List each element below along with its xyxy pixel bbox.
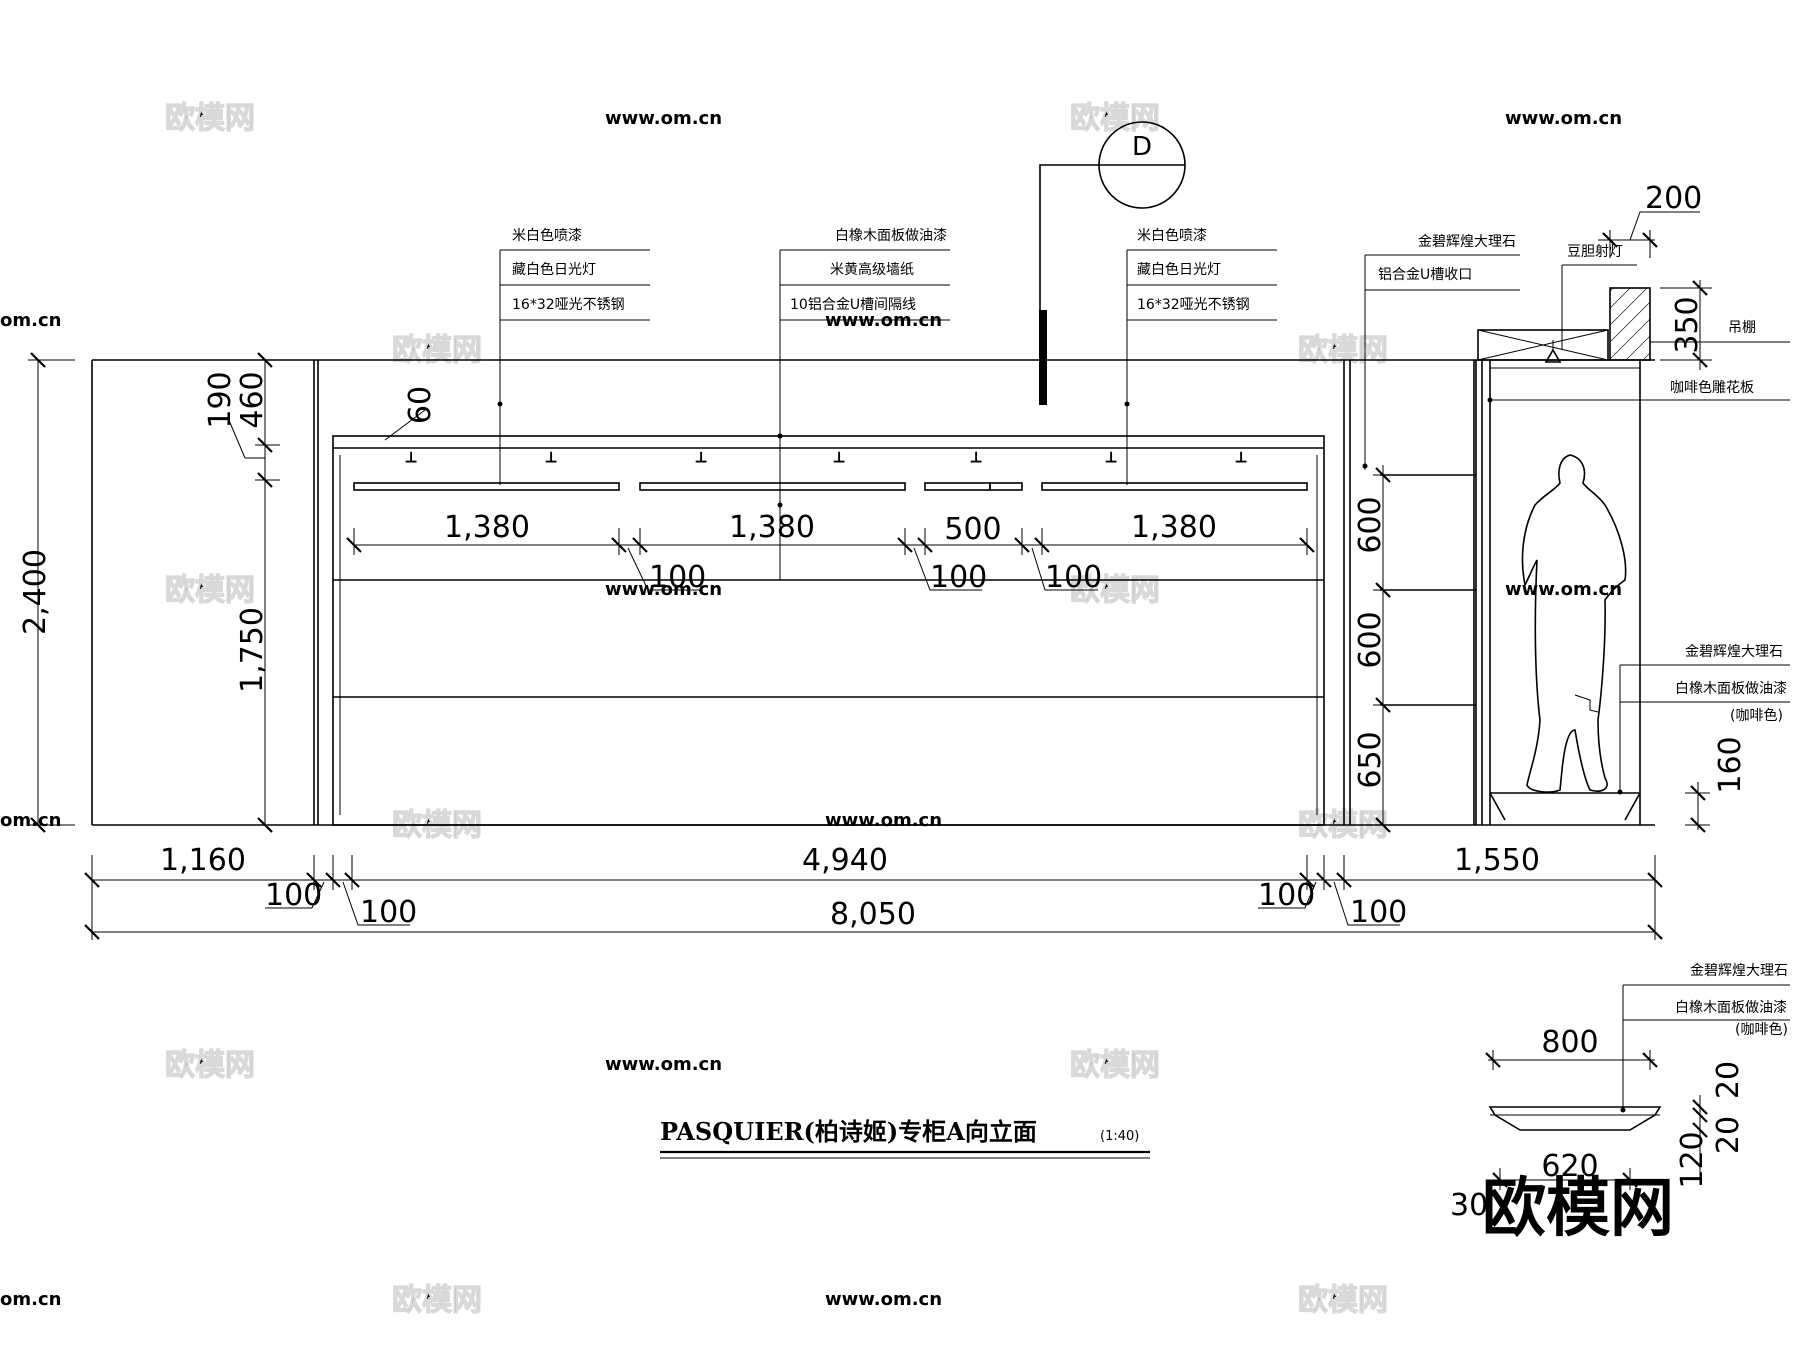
dim-190: 190 xyxy=(203,371,238,428)
note-left-1: 米白色喷漆 xyxy=(512,227,582,244)
note-right-3: 16*32哑光不锈钢 xyxy=(1137,297,1250,313)
watermark-brand: 欧模网 xyxy=(392,1283,482,1318)
note-center-2: 米黄高级墙纸 xyxy=(830,261,914,278)
watermark-url: om.cn xyxy=(0,310,61,331)
watermark-url: om.cn xyxy=(0,1289,61,1310)
note-right-2: 藏白色日光灯 xyxy=(1137,261,1221,278)
dim-detail-120: 120 xyxy=(1675,1131,1710,1188)
svg-text:⊥: ⊥ xyxy=(695,450,707,466)
section-marker-label: D xyxy=(1132,132,1152,162)
dim-shelf-500: 500 xyxy=(944,512,1001,547)
watermark-brand: 欧模网 xyxy=(1298,1283,1388,1318)
dim-right-600-a: 600 xyxy=(1353,496,1388,553)
dim-bottom-8050: 8,050 xyxy=(830,897,916,932)
dim-bottom-100-c: 100 xyxy=(1258,878,1315,913)
dim-right-350: 350 xyxy=(1670,296,1705,353)
dim-bottom-100-b: 100 xyxy=(360,895,417,930)
dim-right-600-b: 600 xyxy=(1353,611,1388,668)
note-lamp: 豆胆射灯 xyxy=(1567,244,1623,260)
watermark-url: www.om.cn xyxy=(1505,579,1622,600)
note-center-3: 10铝合金U槽间隔线 xyxy=(790,297,916,313)
watermark-url: www.om.cn xyxy=(1505,108,1622,129)
watermark-brand: 欧模网 xyxy=(165,101,255,136)
dim-1750: 1,750 xyxy=(235,607,270,693)
dim-detail-20-b: 20 xyxy=(1711,1116,1746,1154)
note-detail-3: (咖啡色) xyxy=(1735,1021,1788,1038)
title-main: PASQUIER(柏诗姬)专柜A向立面 xyxy=(660,1117,1037,1146)
note-ceiling: 吊棚 xyxy=(1728,320,1756,336)
note-side-1: 金碧辉煌大理石 xyxy=(1418,234,1516,250)
note-left-3: 16*32哑光不锈钢 xyxy=(512,297,625,313)
dim-shelf-1380-c: 1,380 xyxy=(1131,510,1217,545)
watermark-brand: 欧模网 xyxy=(392,333,482,368)
dim-right-650: 650 xyxy=(1353,731,1388,788)
dim-gap-100-b: 100 xyxy=(930,560,987,595)
dim-60: 60 xyxy=(403,386,438,424)
svg-text:⊥: ⊥ xyxy=(1105,450,1117,466)
svg-text:⊥: ⊥ xyxy=(833,450,845,466)
dimensions-left: 2,400 460 190 1,750 60 xyxy=(18,352,438,833)
watermark-brand: 欧模网 xyxy=(165,1048,255,1083)
dim-right-160: 160 xyxy=(1713,736,1748,793)
title-scale: (1:40) xyxy=(1100,1129,1139,1144)
watermark-url: www.om.cn xyxy=(825,1289,942,1310)
note-base-2: 白橡木面板做油漆 xyxy=(1675,681,1787,697)
note-base-3: (咖啡色) xyxy=(1730,707,1783,724)
dim-bottom-100-d: 100 xyxy=(1350,895,1407,930)
dim-detail-620: 620 xyxy=(1541,1149,1598,1184)
note-center-1: 白橡木面板做油漆 xyxy=(835,228,947,244)
dim-right-200: 200 xyxy=(1645,181,1702,216)
note-right-1: 米白色喷漆 xyxy=(1137,227,1207,244)
watermark-brand: 欧模网 xyxy=(1298,333,1388,368)
note-side-2: 铝合金U槽收口 xyxy=(1378,267,1472,283)
dim-bottom-4940: 4,940 xyxy=(802,843,888,878)
watermark-url: www.om.cn xyxy=(605,1054,722,1075)
dim-gap-100-a: 100 xyxy=(649,560,706,595)
section-marker: D xyxy=(1039,121,1186,405)
dimensions-bottom: 1,160 4,940 1,550 8,050 100 100 100 100 xyxy=(84,843,1663,940)
watermark-brand-large: 欧模网 xyxy=(1482,1172,1674,1246)
dim-gap-100-c: 100 xyxy=(1045,560,1102,595)
watermark-url: om.cn xyxy=(0,810,61,831)
dim-460: 460 xyxy=(235,371,270,428)
watermark-brand: 欧模网 xyxy=(165,573,255,608)
dim-bottom-1550: 1,550 xyxy=(1454,843,1540,878)
dim-detail-30: 30 xyxy=(1450,1188,1488,1223)
dimensions-shelf: 1,380 1,380 500 1,380 100 100 100 xyxy=(346,510,1315,595)
note-left-2: 藏白色日光灯 xyxy=(512,261,596,278)
drawing-title: PASQUIER(柏诗姬)专柜A向立面 (1:40) xyxy=(660,1117,1150,1159)
dimensions-right: 600 600 650 200 350 160 xyxy=(1353,181,1748,833)
dim-bottom-100-a: 100 xyxy=(265,878,322,913)
dim-shelf-1380-b: 1,380 xyxy=(729,510,815,545)
watermark-url: www.om.cn xyxy=(605,108,722,129)
svg-text:⊥: ⊥ xyxy=(970,450,982,466)
note-carved-panel: 咖啡色雕花板 xyxy=(1670,379,1754,396)
dim-total-height: 2,400 xyxy=(18,549,53,635)
svg-text:⊥: ⊥ xyxy=(545,450,557,466)
note-detail-1: 金碧辉煌大理石 xyxy=(1690,963,1788,979)
dim-detail-20-a: 20 xyxy=(1711,1061,1746,1099)
watermark-url: www.om.cn xyxy=(825,810,942,831)
dim-shelf-1380-a: 1,380 xyxy=(444,510,530,545)
dim-bottom-1160: 1,160 xyxy=(160,843,246,878)
dim-detail-800: 800 xyxy=(1541,1025,1598,1060)
svg-text:⊥: ⊥ xyxy=(405,450,417,466)
annotation-notes: 米白色喷漆 藏白色日光灯 16*32哑光不锈钢 白橡木面板做油漆 米黄高级墙纸 … xyxy=(497,227,1790,795)
svg-text:⊥: ⊥ xyxy=(1235,450,1247,466)
watermark-brand: 欧模网 xyxy=(1070,1048,1160,1083)
note-base-1: 金碧辉煌大理石 xyxy=(1685,644,1783,660)
elevation-main: ⊥ ⊥ ⊥ ⊥ ⊥ ⊥ ⊥ xyxy=(91,287,1655,826)
detail-section: 金碧辉煌大理石 白橡木面板做油漆 (咖啡色) 800 20 20 120 620… xyxy=(1450,963,1790,1247)
note-detail-2: 白橡木面板做油漆 xyxy=(1675,1000,1787,1016)
